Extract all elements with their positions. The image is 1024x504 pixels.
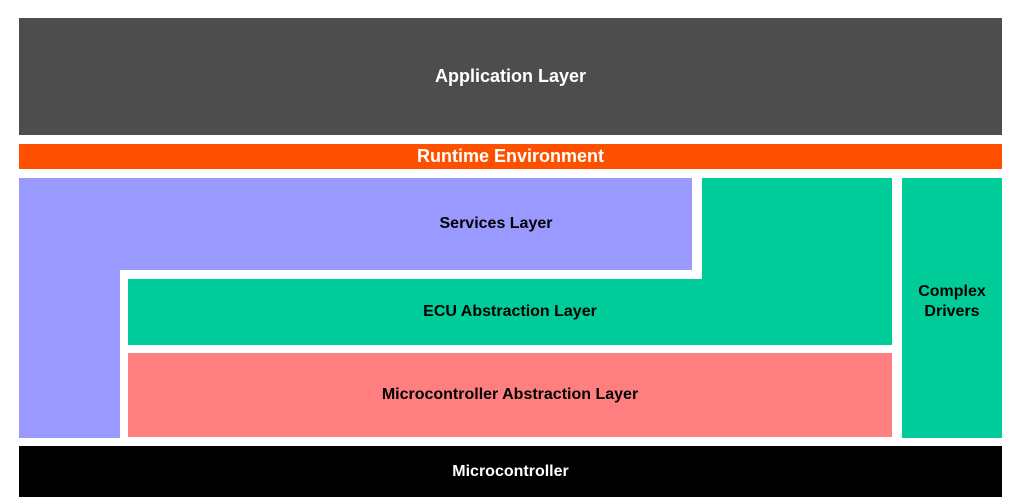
ecu-abstraction-layer-shape xyxy=(128,178,892,345)
complex-drivers-label: Complex Drivers xyxy=(918,283,986,320)
services-layer-label: Services Layer xyxy=(439,215,553,232)
microcontroller-block xyxy=(19,446,1002,497)
runtime-environment-label: Runtime Environment xyxy=(416,146,604,166)
microcontroller-abstraction-layer-label: Microcontroller Abstraction Layer xyxy=(381,386,639,403)
microcontroller-abstraction-layer-block xyxy=(128,353,892,437)
complex-drivers-block xyxy=(902,178,1002,438)
runtime-environment-block xyxy=(19,144,1002,169)
microcontroller-label: Microcontroller xyxy=(452,463,569,480)
ecu-abstraction-layer-label: ECU Abstraction Layer xyxy=(423,303,597,320)
services-layer-shape xyxy=(19,178,692,438)
application-layer-label: Application Layer xyxy=(434,66,587,86)
application-layer-block xyxy=(19,18,1002,135)
